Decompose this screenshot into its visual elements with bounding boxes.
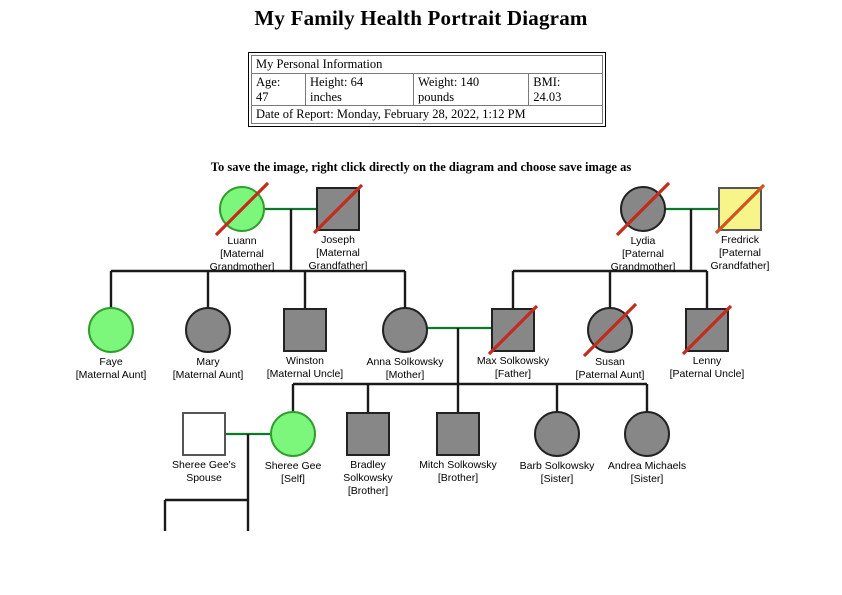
person-node-mitch[interactable]: Mitch Solkowsky[Brother] bbox=[419, 412, 498, 484]
person-label-joseph: Joseph bbox=[321, 234, 355, 246]
table-row-date: Date of Report: Monday, February 28, 202… bbox=[251, 105, 603, 124]
person-node-faye[interactable]: Faye[Maternal Aunt] bbox=[76, 307, 147, 381]
symbol-square-male[interactable] bbox=[182, 412, 226, 456]
person-label-bradley: Bradley bbox=[350, 459, 386, 471]
deceased-slash-icon bbox=[681, 304, 733, 356]
person-label-mitch: Mitch Solkowsky bbox=[419, 459, 497, 471]
person-node-max[interactable]: Max Solkowsky[Father] bbox=[477, 304, 550, 380]
person-label-lydia: Grandmother] bbox=[611, 261, 676, 273]
person-label-max: [Father] bbox=[495, 368, 531, 380]
person-label-joseph: [Maternal bbox=[316, 247, 360, 259]
person-label-spouse: Sheree Gee's bbox=[172, 459, 236, 471]
person-node-self[interactable]: Sheree Gee[Self] bbox=[265, 411, 322, 485]
person-node-lenny[interactable]: Lenny[Paternal Uncle] bbox=[670, 304, 745, 380]
person-label-spouse: Spouse bbox=[186, 472, 222, 484]
person-label-barb: Barb Solkowsky bbox=[520, 460, 595, 472]
symbol-circle-female[interactable] bbox=[185, 307, 231, 353]
bmi-label: BMI: bbox=[533, 74, 561, 89]
person-label-lenny: [Paternal Uncle] bbox=[670, 368, 745, 380]
person-node-mary[interactable]: Mary[Maternal Aunt] bbox=[173, 307, 244, 381]
person-label-mary: Mary bbox=[196, 356, 220, 368]
height-units: inches bbox=[309, 89, 342, 104]
symbol-circle-female[interactable] bbox=[624, 411, 670, 457]
deceased-slash-icon bbox=[487, 304, 539, 356]
person-label-lydia: [Paternal bbox=[622, 248, 664, 260]
deceased-slash-icon bbox=[582, 302, 638, 358]
person-label-luann: [Maternal bbox=[220, 248, 264, 260]
person-label-mitch: [Brother] bbox=[438, 472, 478, 484]
symbol-square-male[interactable] bbox=[436, 412, 480, 456]
person-label-anna: Anna Solkowsky bbox=[366, 356, 444, 368]
person-label-fredrick: Fredrick bbox=[721, 234, 760, 246]
person-node-andrea[interactable]: Andrea Michaels[Sister] bbox=[608, 411, 686, 485]
person-label-fredrick: [Paternal bbox=[719, 247, 761, 259]
person-label-andrea: Andrea Michaels bbox=[608, 460, 686, 472]
person-label-mary: [Maternal Aunt] bbox=[173, 369, 244, 381]
info-heading: My Personal Information bbox=[251, 55, 603, 74]
personal-information-table: My Personal Information Age: 47 Height: … bbox=[248, 52, 606, 127]
table-row-heading: My Personal Information bbox=[251, 55, 603, 74]
person-label-bradley: Solkowsky bbox=[343, 472, 393, 484]
date-of-report: Date of Report: Monday, February 28, 202… bbox=[251, 105, 603, 124]
person-label-susan: Susan bbox=[595, 356, 625, 368]
connector-lines bbox=[109, 207, 719, 531]
person-label-susan: [Paternal Aunt] bbox=[576, 369, 645, 381]
person-label-lydia: Lydia bbox=[631, 235, 656, 247]
weight-units: pounds bbox=[418, 89, 455, 104]
symbol-circle-female[interactable] bbox=[534, 411, 580, 457]
person-label-andrea: [Sister] bbox=[631, 473, 664, 485]
person-node-winston[interactable]: Winston[Maternal Uncle] bbox=[267, 308, 344, 380]
person-label-anna: [Mother] bbox=[386, 369, 425, 381]
deceased-slash-icon bbox=[312, 183, 364, 235]
person-label-bradley: [Brother] bbox=[348, 485, 388, 497]
age-value: 47 bbox=[256, 89, 269, 104]
height-cell: Height: 64 inches bbox=[304, 72, 415, 107]
bmi-value: 24.03 bbox=[533, 89, 562, 104]
weight-label: Weight: 140 bbox=[418, 74, 480, 89]
person-node-anna[interactable]: Anna Solkowsky[Mother] bbox=[366, 307, 444, 381]
person-label-winston: [Maternal Uncle] bbox=[267, 368, 344, 380]
person-label-luann: Grandmother] bbox=[210, 261, 275, 273]
person-label-barb: [Sister] bbox=[541, 473, 574, 485]
person-label-self: [Self] bbox=[281, 473, 305, 485]
weight-cell: Weight: 140 pounds bbox=[413, 72, 530, 107]
person-node-susan[interactable]: Susan[Paternal Aunt] bbox=[576, 302, 645, 381]
person-label-lenny: Lenny bbox=[693, 355, 722, 367]
symbol-square-male[interactable] bbox=[346, 412, 390, 456]
bmi-cell: BMI: 24.03 bbox=[528, 72, 603, 107]
deceased-slash-icon bbox=[615, 181, 671, 237]
person-nodes[interactable]: Luann[MaternalGrandmother]Joseph[Materna… bbox=[76, 181, 770, 497]
symbol-circle-female[interactable] bbox=[88, 307, 134, 353]
page-title: My Family Health Portrait Diagram bbox=[254, 6, 588, 30]
symbol-square-male[interactable] bbox=[283, 308, 327, 352]
deceased-slash-icon bbox=[714, 183, 766, 235]
person-label-fredrick: Grandfather] bbox=[711, 260, 770, 272]
person-label-faye: [Maternal Aunt] bbox=[76, 369, 147, 381]
person-label-faye: Faye bbox=[99, 356, 123, 368]
person-label-self: Sheree Gee bbox=[265, 460, 322, 472]
age-label: Age: bbox=[256, 74, 281, 89]
height-label: Height: 64 bbox=[309, 74, 364, 89]
person-label-luann: Luann bbox=[227, 235, 256, 247]
person-label-joseph: Grandfather] bbox=[309, 260, 368, 272]
save-instruction-text: To save the image, right click directly … bbox=[210, 160, 632, 174]
table-row-metrics: Age: 47 Height: 64 inches Weight: 140 po… bbox=[251, 72, 603, 107]
person-node-barb[interactable]: Barb Solkowsky[Sister] bbox=[520, 411, 595, 485]
symbol-circle-female[interactable] bbox=[382, 307, 428, 353]
person-label-winston: Winston bbox=[286, 355, 324, 367]
person-label-max: Max Solkowsky bbox=[477, 355, 550, 367]
symbol-circle-female[interactable] bbox=[270, 411, 316, 457]
deceased-slash-icon bbox=[214, 181, 270, 237]
